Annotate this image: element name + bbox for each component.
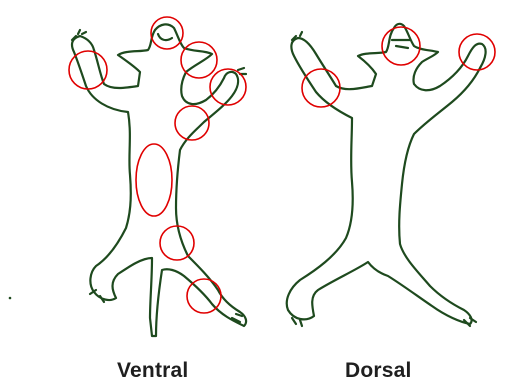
marker-circle-abdomen-ventral bbox=[136, 144, 172, 216]
marker-circle-neck-ventral bbox=[181, 42, 217, 78]
marker-circle-right-forelimb-dorsal bbox=[459, 34, 495, 70]
ventral-face-detail bbox=[158, 34, 172, 40]
dorsal-foot-right bbox=[464, 318, 476, 326]
marker-circle-groin-ventral bbox=[160, 226, 194, 260]
marker-circle-head-ventral bbox=[151, 17, 183, 49]
marker-circle-left-forelimb-dorsal bbox=[302, 69, 340, 107]
dorsal-label: Dorsal bbox=[345, 360, 412, 381]
marker-circle-left-forelimb-ventral bbox=[69, 51, 107, 89]
dorsal-foot-left bbox=[292, 318, 302, 326]
ventral-label: Ventral bbox=[117, 360, 188, 381]
dorsal-head-detail bbox=[392, 40, 410, 48]
stray-dot bbox=[9, 297, 12, 300]
marker-circles bbox=[69, 17, 495, 313]
